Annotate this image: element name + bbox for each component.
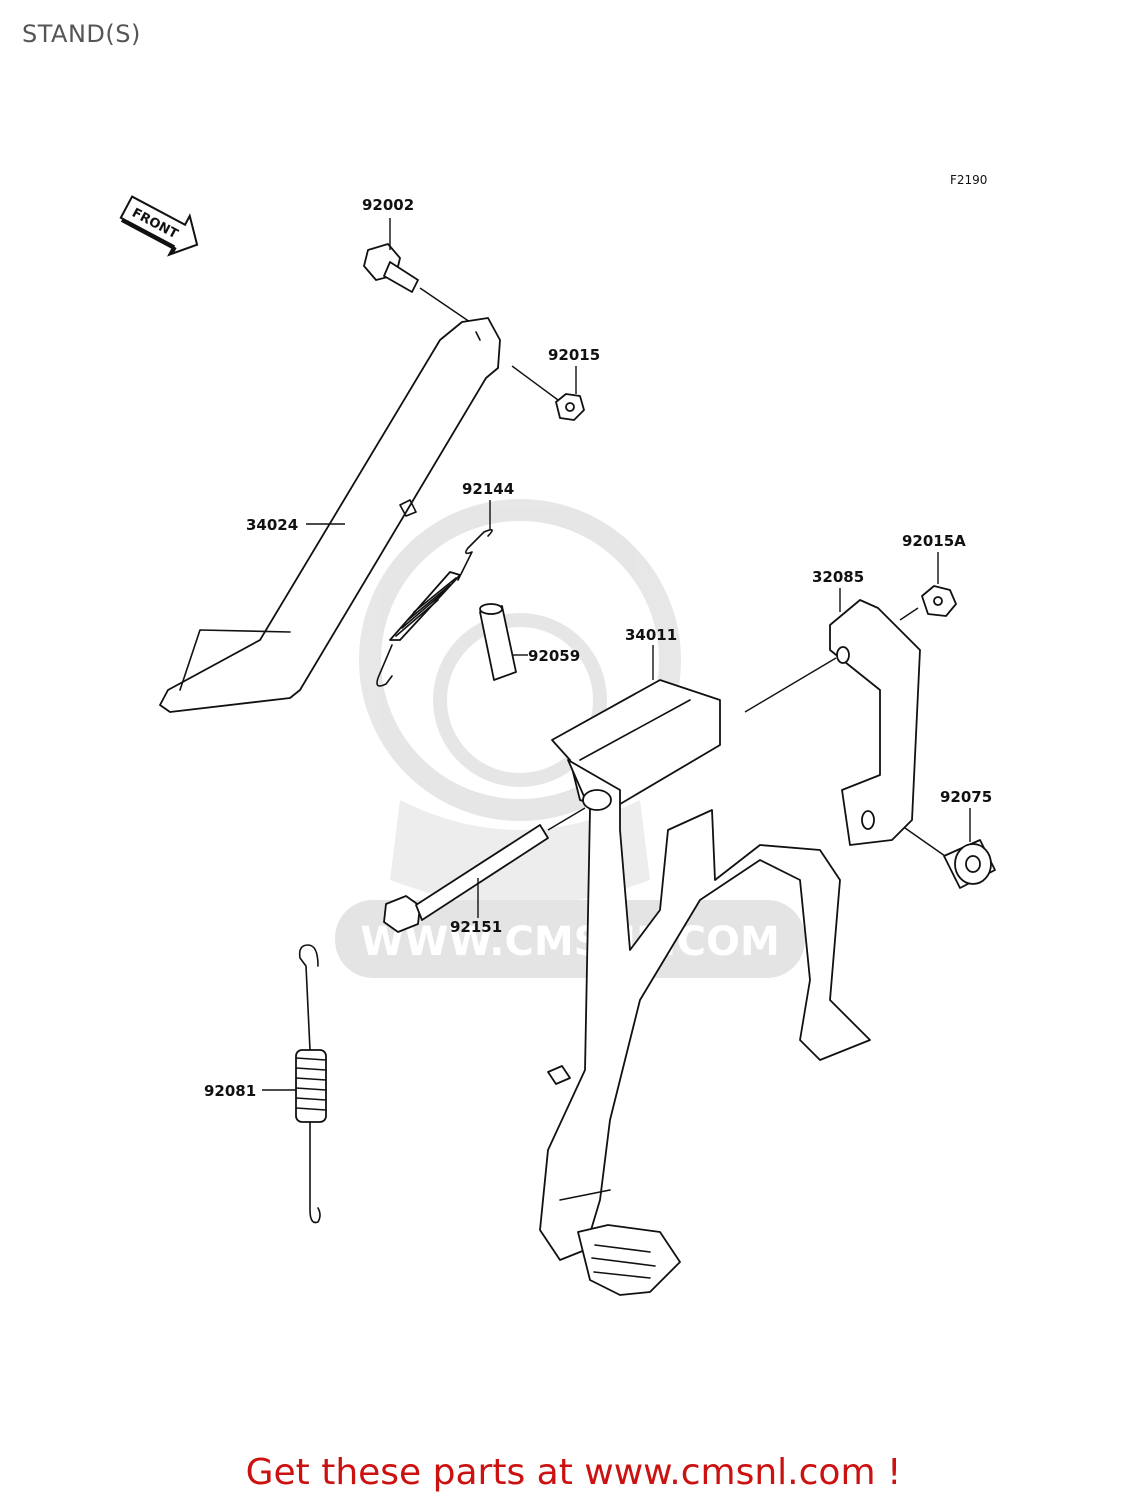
nut-92015 xyxy=(511,365,585,421)
label-92151: 92151 xyxy=(450,918,502,936)
bolt-92002 xyxy=(363,243,471,323)
label-92015A: 92015A xyxy=(902,532,966,550)
bracket-32085 xyxy=(744,599,921,846)
label-92081: 92081 xyxy=(204,1082,256,1100)
watermark-logo: WWW.CMSNL.COM xyxy=(335,499,805,978)
label-32085: 32085 xyxy=(812,568,864,586)
watermark-text: WWW.CMSNL.COM xyxy=(360,919,780,965)
parts-diagram: WWW.CMSNL.COM F2190 FRONT 92002 92015 34… xyxy=(119,173,996,1296)
footer-link[interactable]: Get these parts at www.cmsnl.com ! xyxy=(245,1452,902,1493)
front-arrow-icon: FRONT xyxy=(119,195,199,257)
spring-92144 xyxy=(376,528,493,687)
main-stand-34011 xyxy=(539,679,871,1296)
nut-92015A xyxy=(921,585,957,617)
figure-code: F2190 xyxy=(950,173,987,187)
label-92059: 92059 xyxy=(528,647,580,665)
label-92002: 92002 xyxy=(362,196,414,214)
label-92015: 92015 xyxy=(548,346,600,364)
label-34024: 34024 xyxy=(246,516,298,534)
label-34011: 34011 xyxy=(625,626,677,644)
bolt-92151 xyxy=(383,807,586,933)
collar-92059 xyxy=(479,603,517,681)
label-92075: 92075 xyxy=(940,788,992,806)
label-92144: 92144 xyxy=(462,480,514,498)
side-stand-34024 xyxy=(159,317,501,713)
spring-92081 xyxy=(295,944,327,1224)
damper-92075 xyxy=(904,827,996,889)
page-title: STAND(S) xyxy=(22,20,141,48)
